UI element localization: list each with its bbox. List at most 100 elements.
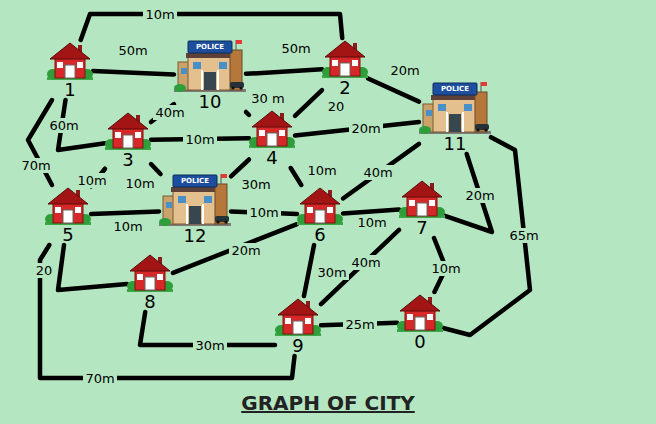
column [186, 204, 188, 224]
station-window [166, 202, 172, 208]
road-connector [58, 100, 105, 150]
house-door [315, 210, 325, 223]
house-window [409, 200, 415, 206]
distance-label: 10m [183, 132, 216, 147]
house-icon [47, 40, 93, 80]
road-connector [304, 245, 314, 296]
distance-label: 10m [429, 261, 462, 276]
bush [419, 126, 431, 134]
house-window [55, 207, 61, 213]
house-icon [322, 38, 368, 78]
distance-label: 10m [355, 215, 388, 230]
house-node: 1 [47, 40, 93, 100]
node-number: 5 [62, 225, 73, 245]
road-connector [81, 14, 343, 40]
distance-label: 30 m [249, 91, 286, 106]
car-wheel [224, 220, 227, 223]
column [462, 112, 464, 132]
house-door [63, 210, 73, 223]
road-connector [445, 154, 492, 232]
police-station-icon [159, 174, 231, 226]
house-icon [127, 252, 173, 292]
house-door [65, 65, 75, 78]
house-door [145, 277, 155, 290]
station-door [189, 206, 201, 224]
node-number: 6 [314, 225, 325, 245]
distance-label: 10m [305, 163, 338, 178]
bush [159, 218, 171, 226]
house-window [259, 130, 265, 136]
house-window [332, 60, 338, 66]
house-window [115, 132, 121, 138]
flag [481, 82, 487, 86]
column [202, 204, 204, 224]
station-window [464, 104, 472, 111]
car-wheel [476, 128, 479, 131]
road-connector [291, 168, 302, 185]
house-node: 4 [249, 108, 295, 168]
distance-label: 40m [361, 165, 394, 180]
house-window [407, 314, 413, 320]
house-roof [400, 295, 440, 311]
distance-label: 20m [349, 121, 382, 136]
road-connector [368, 78, 419, 101]
road-connector [321, 230, 399, 304]
node-number: 7 [416, 218, 427, 238]
house-window [427, 314, 433, 320]
house-roof [278, 299, 318, 315]
road-connector [295, 90, 322, 116]
house-icon [45, 185, 91, 225]
road-connector [40, 245, 295, 378]
house-window [305, 318, 311, 324]
distance-label: 60m [47, 118, 80, 133]
station-wall [188, 56, 232, 90]
node-number: 1 [64, 80, 75, 100]
house-door [415, 317, 425, 330]
distance-label: 10m [75, 173, 108, 188]
flag [236, 40, 242, 44]
house-wall [55, 57, 85, 78]
house-window [77, 62, 83, 68]
station-window [178, 196, 186, 203]
distance-label: 70m [83, 371, 116, 386]
flag [221, 174, 227, 178]
station-door [204, 72, 216, 90]
distance-label: 10m [247, 205, 280, 220]
house-window [285, 318, 291, 324]
node-number: 3 [122, 150, 133, 170]
station-window [193, 62, 201, 69]
distance-label: 30m [193, 338, 226, 353]
house-wall [330, 55, 360, 76]
house-window [157, 274, 163, 280]
house-door [417, 203, 427, 216]
distance-label: 50m [116, 43, 149, 58]
house-node: 9 [275, 296, 321, 356]
house-roof [48, 188, 88, 204]
node-number: 11 [444, 134, 467, 154]
column [446, 112, 448, 132]
house-door [267, 133, 277, 146]
house-door [340, 63, 350, 76]
house-wall [305, 202, 335, 223]
road-connector [343, 210, 399, 214]
house-window [279, 130, 285, 136]
distance-label: 10m [143, 7, 176, 22]
road-connector [93, 71, 174, 74]
house-node: 8 [127, 252, 173, 312]
node-number: 8 [144, 292, 155, 312]
station-roof [171, 187, 219, 192]
house-node: 5 [45, 185, 91, 245]
house-wall [283, 313, 313, 334]
house-roof [325, 41, 365, 57]
station-wall [433, 98, 477, 132]
road-connector [231, 211, 297, 214]
house-roof [50, 43, 90, 59]
road-connector [246, 69, 322, 74]
house-node: 6 [297, 185, 343, 245]
police-station-node: 12 [159, 174, 231, 246]
house-wall [135, 269, 165, 290]
police-station-icon [419, 82, 491, 134]
road-connector [321, 323, 397, 325]
car-wheel [231, 86, 234, 89]
